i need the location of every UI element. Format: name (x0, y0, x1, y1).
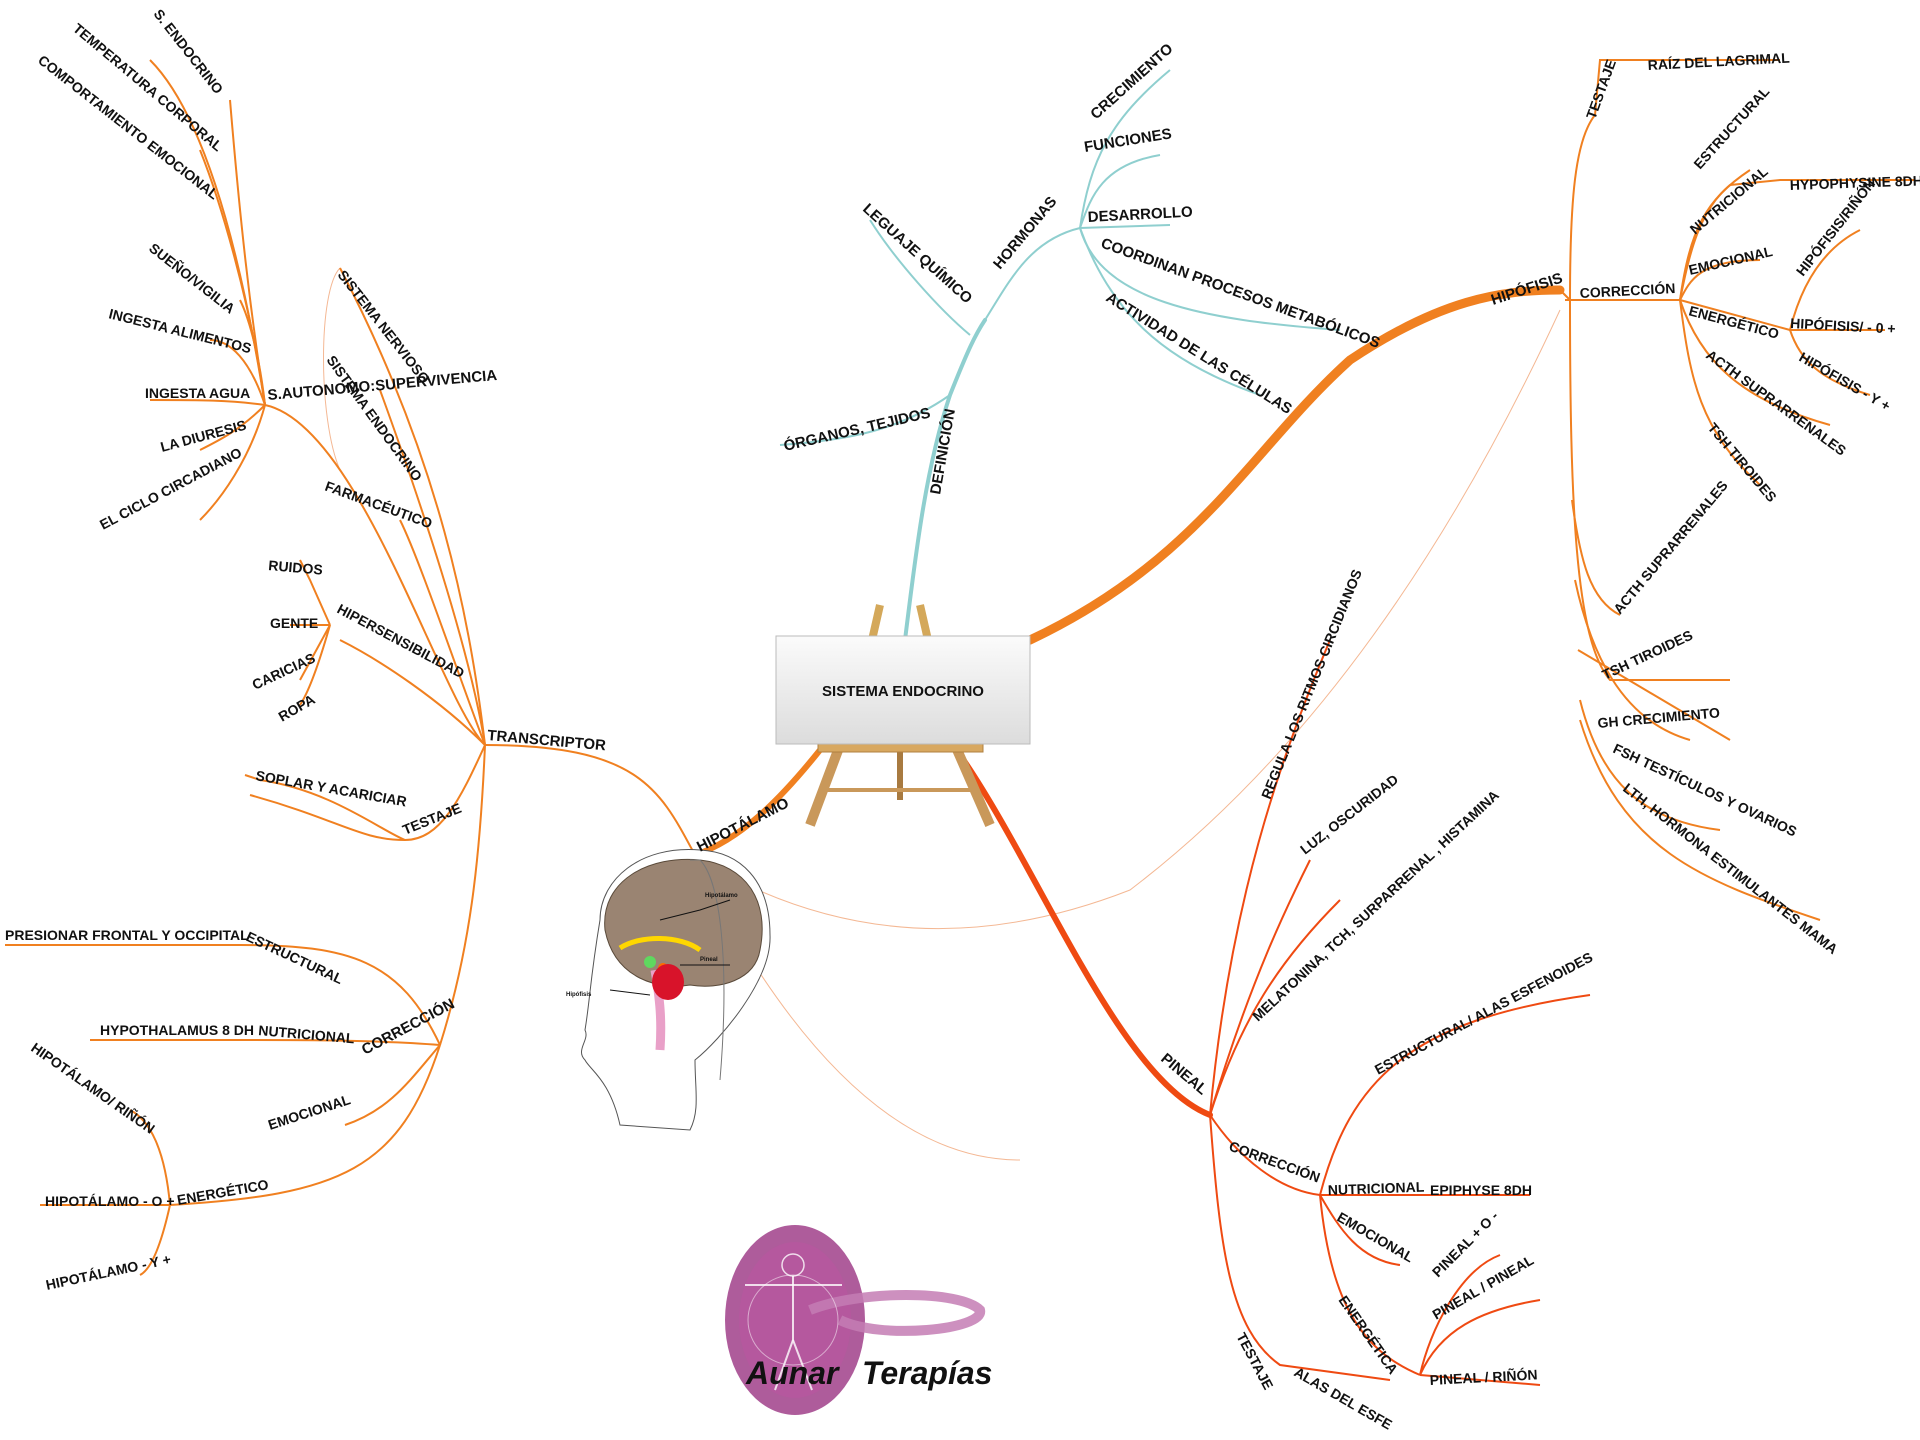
hipofisis-branches (1559, 59, 1915, 921)
node-nutricional-pineal: NUTRICIONAL (1328, 1179, 1425, 1198)
node-nutricional-hipotalamo: NUTRICIONAL (258, 1022, 356, 1046)
node-crecimiento: CRECIMIENTO (1087, 40, 1176, 123)
node-estructural-pineal: ESTRUCTURAL/ ALAS ESFENOIDES (1372, 949, 1595, 1078)
node-s-endocrino: S. ENDOCRINO (151, 6, 227, 97)
node-emocional-hipotalamo: EMOCIONAL (266, 1091, 353, 1133)
node-correccion-hipofisis: CORRECCIÓN (1579, 279, 1675, 301)
brain-label-pineal: Pineal (700, 957, 718, 963)
node-organos-tejidos: ÓRGANOS, TEJIDOS (782, 404, 932, 455)
pineal-branches (1209, 639, 1591, 1386)
node-hipofisis-y: HIPÓFISIS - Y + (1797, 348, 1894, 414)
brain-label-hipofisis: Hipófisis (566, 992, 592, 998)
node-caricias: CARICIAS (250, 650, 318, 693)
node-hipofisis: HIPÓFISIS (1489, 269, 1565, 309)
sistema-nervioso-arc (323, 267, 341, 471)
node-energetica-pineal: ENERGÉTICA (1336, 1293, 1402, 1377)
node-sueno: SUEÑO/VIGILIA (146, 239, 239, 317)
node-ropa: ROPA (276, 691, 318, 725)
node-farmaceutico: FARMACÉUTICO (323, 478, 435, 532)
node-energetico-hipotalamo: ENERGÉTICO (176, 1176, 270, 1208)
node-testaje-hipofisis: TESTAJE (1583, 57, 1619, 121)
node-hypophysine: HYPOPHYSINE 8DH (1790, 172, 1920, 193)
node-regula: REGULA LOS RITMOS CIRCIDIANOS (1258, 567, 1365, 801)
logo-word-aunar: Aunar (745, 1355, 840, 1391)
node-ruidos: RUIDOS (268, 557, 324, 578)
node-emocional-hipofisis: EMOCIONAL (1687, 243, 1774, 278)
aunar-terapias-logo: Aunar Terapías (725, 1225, 992, 1415)
definicion-branches (779, 69, 1341, 446)
node-nutricional-hipofisis: NUTRICIONAL (1687, 163, 1772, 238)
node-presionar: PRESIONAR FRONTAL Y OCCIPITAL (5, 927, 249, 943)
node-pineal-rinon: PINEAL / RIÑÓN (1429, 1365, 1538, 1388)
node-ingesta-agua: INGESTA AGUA (145, 385, 250, 401)
node-estructural-hipotalamo: ESTRUCTURAL (244, 928, 346, 987)
node-hipotalamo-o: HIPOTÁLAMO - O + (45, 1193, 175, 1209)
node-acth: ACTH SUPRARRENALES (1610, 477, 1731, 617)
center-title: SISTEMA ENDOCRINO (822, 683, 984, 700)
node-pineal: PINEAL (1157, 1050, 1210, 1098)
brain-label-hipotalamo: Hipotálamo (705, 893, 738, 899)
node-ciclo-circadiano: EL CICLO CIRCADIANO (97, 444, 244, 533)
node-raiz-lagrimal: RAÍZ DEL LAGRIMAL (1647, 50, 1790, 73)
center-board (775, 635, 1031, 745)
node-tsh: TSH TIROIDES (1600, 627, 1696, 683)
node-gente: GENTE (270, 615, 318, 631)
node-funciones: FUNCIONES (1083, 125, 1173, 156)
logo-word-terapias: Terapías (862, 1355, 992, 1391)
node-pineal-o: PINEAL + O - (1429, 1207, 1502, 1280)
node-transcriptor: TRANSCRIPTOR (487, 727, 607, 754)
node-estructural-hipofisis: ESTRUCTURAL (1690, 83, 1772, 172)
hipotalamo-branches (5, 59, 696, 1276)
node-desarrollo: DESARROLLO (1087, 204, 1193, 226)
node-energetico-hipofisis: ENERGÉTICO (1687, 302, 1781, 341)
node-ingesta-alimentos: INGESTA ALIMENTOS (107, 305, 253, 356)
node-hipotalamo: HIPOTÁLAMO (694, 794, 792, 855)
node-leguaje-quimico: LEGUAJE QUÍMICO (859, 200, 975, 307)
node-hipofisis-0: HIPÓFISIS/ - 0 + (1790, 314, 1896, 336)
node-hipotalamo-rinon: HIPOTÁLAMO/ RIÑÓN (28, 1039, 158, 1137)
brain-illustration: Hipotálamo Pineal Hipófisis (566, 849, 771, 1131)
node-testaje-hipotalamo: TESTAJE (400, 800, 463, 838)
node-hypothalamus: HYPOTHALAMUS 8 DH (100, 1022, 254, 1038)
node-correccion-hipotalamo: CORRECCIÓN (358, 995, 457, 1059)
node-epiphyse: EPIPHYSE 8DH (1430, 1182, 1532, 1198)
node-hipotalamo-y: HIPOTÁLAMO - Y + (44, 1251, 172, 1293)
main-branches (692, 285, 1565, 1118)
node-luz: LUZ, OSCURIDAD (1297, 771, 1401, 857)
